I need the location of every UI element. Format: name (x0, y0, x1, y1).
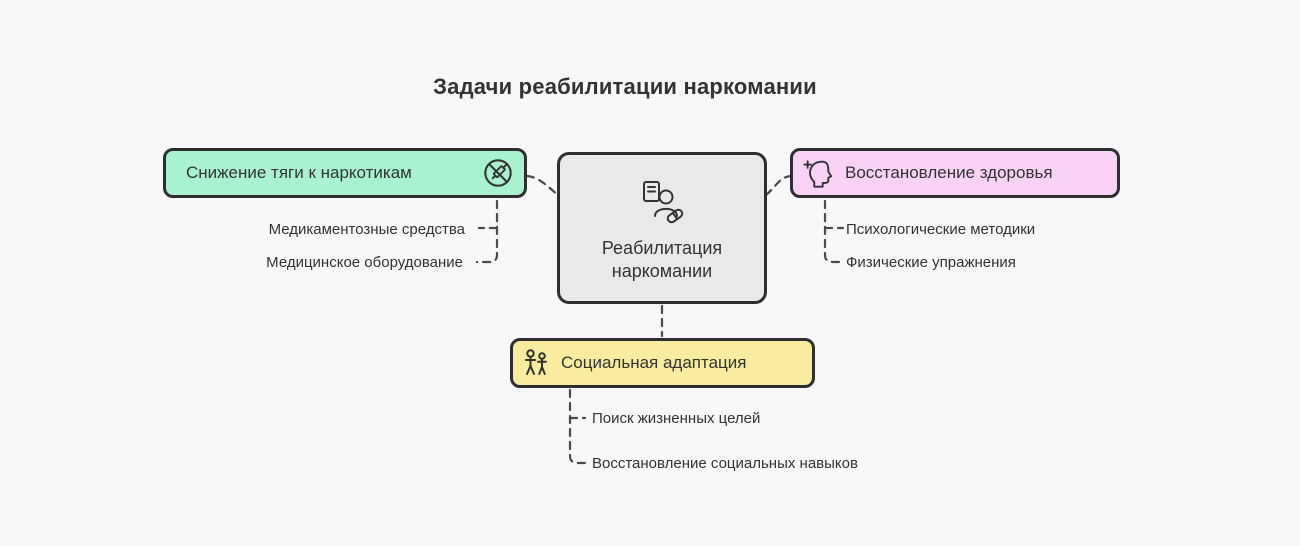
child-label-medical-equipment: Медицинское оборудование (266, 254, 463, 271)
people-icon (521, 347, 551, 379)
node-health-restoration-label: Восстановление здоровья (845, 163, 1053, 182)
node-social-adaptation: Социальная адаптация (510, 338, 815, 388)
node-reduce-cravings: Снижение тяги к наркотикам (163, 148, 527, 198)
child-label-social-skills: Восстановление социальных навыков (592, 455, 858, 472)
child-label-physical-exercise: Физические упражнения (846, 254, 1016, 271)
rehab-person-pill-icon (634, 173, 690, 229)
no-drugs-icon (482, 157, 514, 189)
child-label-medication: Медикаментозные средства (268, 221, 465, 238)
node-rehabilitation: Реабилитация наркомании (557, 152, 767, 304)
child-label-life-goals: Поиск жизненных целей (592, 410, 761, 427)
child-label-psych-methods: Психологические методики (846, 221, 1036, 238)
node-health-restoration: Восстановление здоровья (790, 148, 1120, 198)
diagram-title: Задачи реабилитации наркомании (433, 74, 817, 99)
node-social-adaptation-label: Социальная адаптация (561, 353, 747, 372)
node-rehabilitation-label: Реабилитация наркомании (601, 237, 723, 281)
head-plus-icon (801, 157, 835, 189)
node-reduce-cravings-label: Снижение тяги к наркотикам (186, 163, 412, 182)
